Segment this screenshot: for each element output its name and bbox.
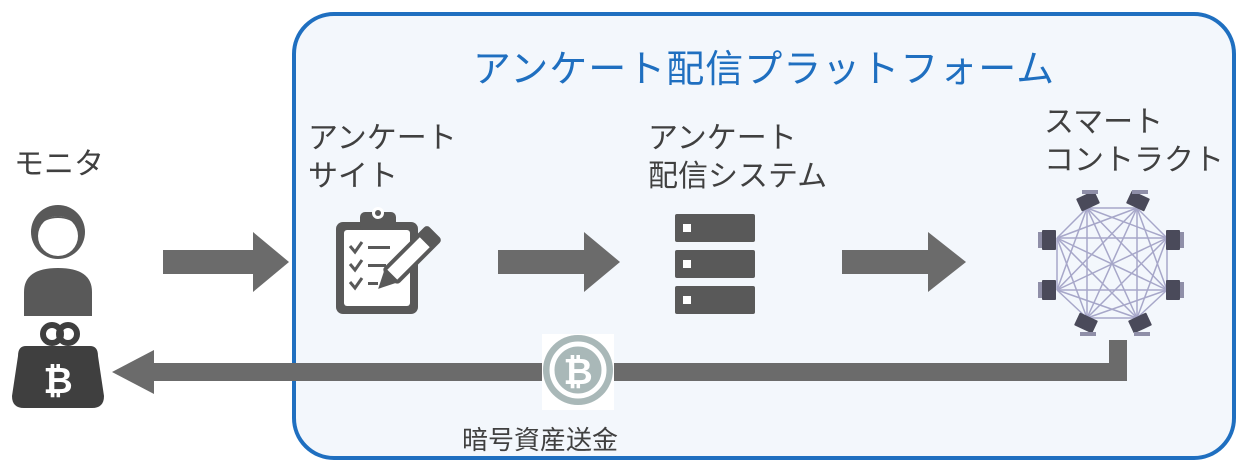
server-icon — [675, 214, 755, 314]
bitcoin-coin-icon: ₿ — [542, 334, 614, 410]
clipboard-pen-icon — [336, 207, 441, 314]
survey-site-label-line2: サイト — [308, 159, 398, 194]
payment-label: 暗号資産送金 — [461, 426, 618, 456]
smart-contract-label-line2: コントラクト — [1044, 143, 1224, 178]
svg-text:₿: ₿ — [43, 361, 72, 402]
person-icon — [24, 205, 92, 316]
network-icon — [1038, 190, 1184, 336]
arrow-site-to-system — [498, 232, 620, 292]
platform-title: アンケート配信プラットフォーム — [472, 47, 1056, 91]
svg-text:₿: ₿ — [563, 352, 592, 393]
arrow-monitor-to-site — [163, 232, 289, 292]
arrow-payment-return — [112, 340, 1127, 394]
wallet-bitcoin-icon: ₿ — [12, 322, 104, 408]
survey-site-label-line1: アンケート — [308, 121, 457, 156]
delivery-system-label-line2: 配信システム — [648, 159, 828, 194]
platform-container — [292, 12, 1236, 460]
monitor-label: モニタ — [14, 147, 104, 182]
delivery-system-label-line1: アンケート — [648, 121, 797, 156]
smart-contract-label-line1: スマート — [1044, 105, 1164, 140]
arrow-system-to-contract — [842, 232, 966, 292]
